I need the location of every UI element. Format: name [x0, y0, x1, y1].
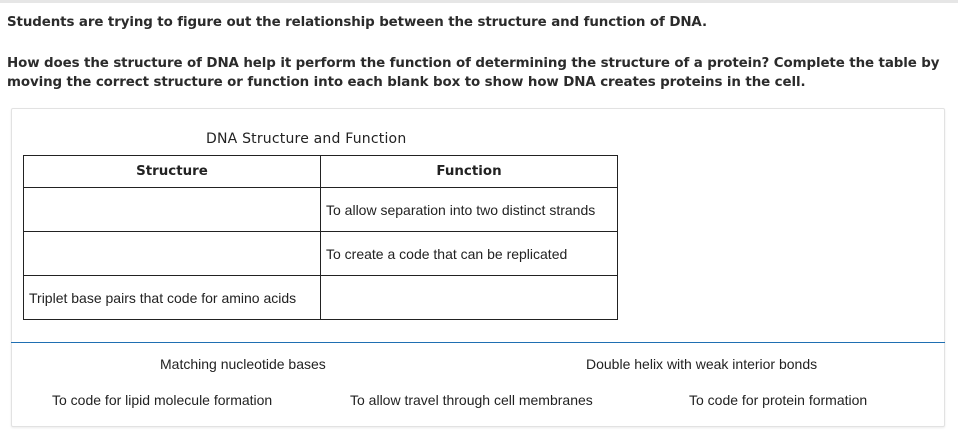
table-title: DNA Structure and Function [206, 131, 407, 147]
intro-text: Students are trying to figure out the re… [7, 15, 707, 30]
cell-structure-3: Triplet base pairs that code for amino a… [23, 275, 321, 320]
drop-box-function-3[interactable] [320, 275, 618, 320]
table-row: To allow separation into two distinct st… [23, 187, 618, 232]
options-divider [11, 342, 945, 343]
cell-function-2: To create a code that can be replicated [320, 231, 618, 276]
option-double-helix[interactable]: Double helix with weak interior bonds [586, 356, 818, 372]
header-structure: Structure [23, 155, 321, 188]
option-lipid-formation[interactable]: To code for lipid molecule formation [52, 392, 273, 408]
cell-function-1: To allow separation into two distinct st… [320, 187, 618, 232]
option-protein-formation[interactable]: To code for protein formation [689, 392, 868, 408]
drop-box-structure-2[interactable] [23, 231, 321, 276]
table-row: To create a code that can be replicated [23, 231, 618, 276]
question-text: How does the structure of DNA help it pe… [7, 56, 940, 90]
top-border [0, 0, 958, 3]
dna-table: Structure Function To allow separation i… [23, 155, 618, 320]
table-row: Triplet base pairs that code for amino a… [23, 275, 618, 320]
drop-box-structure-1[interactable] [23, 187, 321, 232]
option-cell-membranes[interactable]: To allow travel through cell membranes [350, 392, 593, 408]
option-matching-nucleotide-bases[interactable]: Matching nucleotide bases [160, 356, 326, 372]
header-function: Function [320, 155, 618, 188]
table-header-row: Structure Function [23, 155, 618, 188]
